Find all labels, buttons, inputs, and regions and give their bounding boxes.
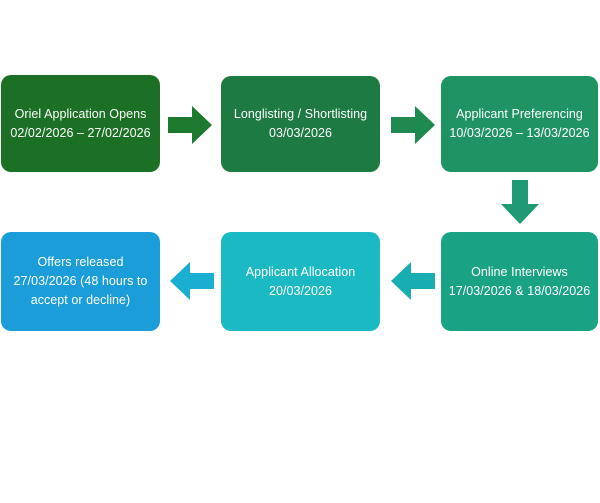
online-interviews-node: Online Interviews 17/03/2026 & 18/03/202… xyxy=(441,232,598,331)
node-label-line-2: 17/03/2026 & 18/03/2026 xyxy=(448,283,591,298)
node-label-line-1: Applicant Allocation xyxy=(245,264,356,279)
node-label-line-1: Applicant Preferencing xyxy=(456,107,583,121)
longlisting-shortlisting-node: Longlisting / Shortlisting 03/03/2026 xyxy=(221,76,380,172)
offers-released-node: Offers released 27/03/2026 (48 hours to … xyxy=(1,232,160,331)
node-label-line-2: 10/03/2026 – 13/03/2026 xyxy=(449,126,590,140)
arrow-down-preferencing-to-interviews xyxy=(501,180,539,224)
node-label-line-2: 20/03/2026 xyxy=(268,283,333,298)
arrow-right-longlisting-to-preferencing xyxy=(391,106,435,144)
node-label-line-2: 03/03/2026 xyxy=(268,126,333,140)
arrow-right-opens-to-longlisting xyxy=(168,106,212,144)
node-label-line-2: 27/03/2026 (48 hours to accept or declin… xyxy=(13,274,148,307)
applicant-preferencing-node: Applicant Preferencing 10/03/2026 – 13/0… xyxy=(441,76,598,172)
arrow-left-interviews-to-allocation xyxy=(391,262,435,300)
node-label-line-1: Offers released xyxy=(37,255,124,269)
node-label-line-1: Oriel Application Opens xyxy=(14,106,147,121)
applicant-allocation-node: Applicant Allocation 20/03/2026 xyxy=(221,232,380,331)
node-label-line-2: 02/02/2026 – 27/02/2026 xyxy=(10,125,151,140)
node-label-line-1: Online Interviews xyxy=(471,264,568,279)
oriel-application-opens-node: Oriel Application Opens 02/02/2026 – 27/… xyxy=(1,75,160,172)
node-label-line-1: Longlisting / Shortlisting xyxy=(233,107,368,121)
arrow-left-allocation-to-offers xyxy=(170,262,214,300)
